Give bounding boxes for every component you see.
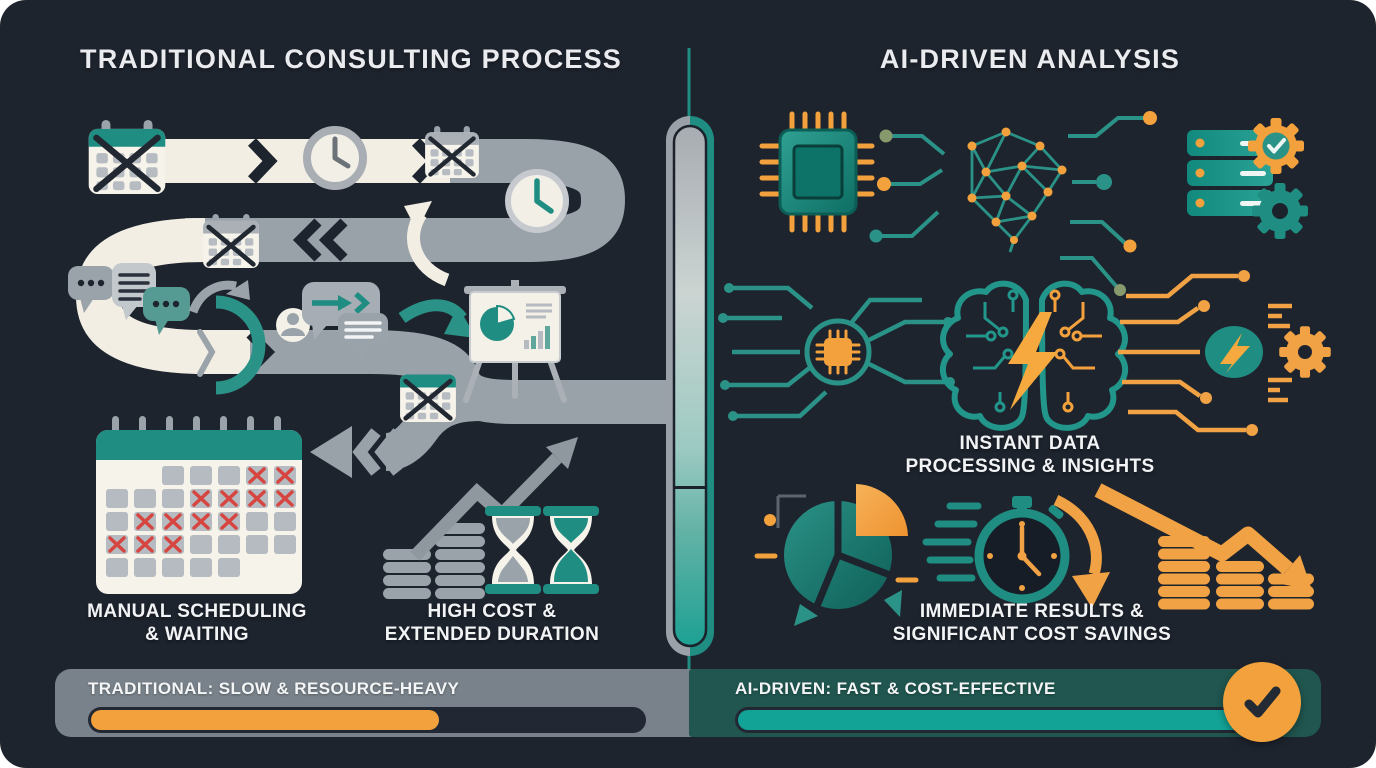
falling-cost-arrow-icon [1094,483,1312,590]
neural-network-brain-icon [869,111,1157,296]
center-divider [666,48,714,672]
caption-line: EXTENDED DURATION [384,624,600,645]
traditional-progress-track [88,707,646,733]
circuit-traces-icon [1118,270,1292,436]
ai-summary-bar: AI-DRIVEN: FAST & COST-EFFECTIVE [689,669,1321,737]
pie-chart-icon [754,484,919,626]
caption-line: MANUAL SCHEDULING [87,601,307,622]
energy-bolt-icon [1205,326,1263,378]
caption-line: HIGH COST & [427,601,557,622]
caption-line: INSTANT DATA [959,433,1101,454]
caption-line: IMMEDIATE RESULTS & [919,601,1145,622]
rising-cost-arrow-icon [410,437,578,561]
caption-line: SIGNIFICANT COST SAVINGS [892,624,1172,645]
ai-brain-lightning-icon [939,280,1129,431]
curved-arrow-icon [188,280,250,314]
ai-progress-fill [738,710,1256,730]
winding-process-path [75,138,666,471]
caption-line: PROCESSING & INSIGHTS [905,456,1155,477]
ai-title: AI-DRIVEN ANALYSIS [879,44,1181,74]
undo-arrow-icon [404,201,450,287]
discussion-person-icon [276,282,388,363]
calendar-crossed-icon [425,126,479,178]
chip-node-icon [804,318,872,386]
calendar-crossed-icon [203,214,259,268]
forward-curved-arrow-icon [398,299,476,338]
loop-arc-icon [197,295,266,395]
traditional-title: TRADITIONAL CONSULTING PROCESS [80,44,623,74]
clock-icon [303,126,367,190]
caption-manual-scheduling: MANUAL SCHEDULING & WAITING [57,600,337,646]
calendar-crossed-icon [400,368,456,422]
gear-icon [1252,183,1308,239]
stopwatch-icon [922,495,1110,608]
ai-progress-track [735,707,1259,733]
traditional-summary-label: TRADITIONAL: SLOW & RESOURCE-HEAVY [88,679,460,698]
traditional-progress-fill [91,710,439,730]
cpu-chip-icon [759,111,875,233]
hourglass-icon [543,506,599,594]
down-arrow-icon [1053,495,1110,608]
caption-immediate-results: IMMEDIATE RESULTS & SIGNIFICANT COST SAV… [862,600,1202,646]
speed-lines-icon [922,502,982,582]
caption-instant-data: INSTANT DATA PROCESSING & INSIGHTS [890,432,1170,478]
check-icon [1244,686,1281,718]
monthly-calendar-red-x-icon [96,416,302,594]
circuit-traces-icon [726,285,948,419]
check-badge [1223,662,1301,742]
calendar-crossed-icon [89,120,166,194]
presentation-chart-icon [463,280,567,403]
gear-check-icon [1248,118,1304,174]
hourglass-icon [485,506,541,594]
caption-high-cost: HIGH COST & EXTENDED DURATION [352,600,632,646]
back-arrow-icon [310,426,403,478]
traditional-summary-bar: TRADITIONAL: SLOW & RESOURCE-HEAVY [55,669,697,737]
chat-bubbles-icon [68,263,190,335]
clock-icon [505,169,569,233]
gear-icon [1279,326,1331,378]
ai-summary-label: AI-DRIVEN: FAST & COST-EFFECTIVE [735,679,1056,698]
caption-line: & WAITING [145,624,249,645]
